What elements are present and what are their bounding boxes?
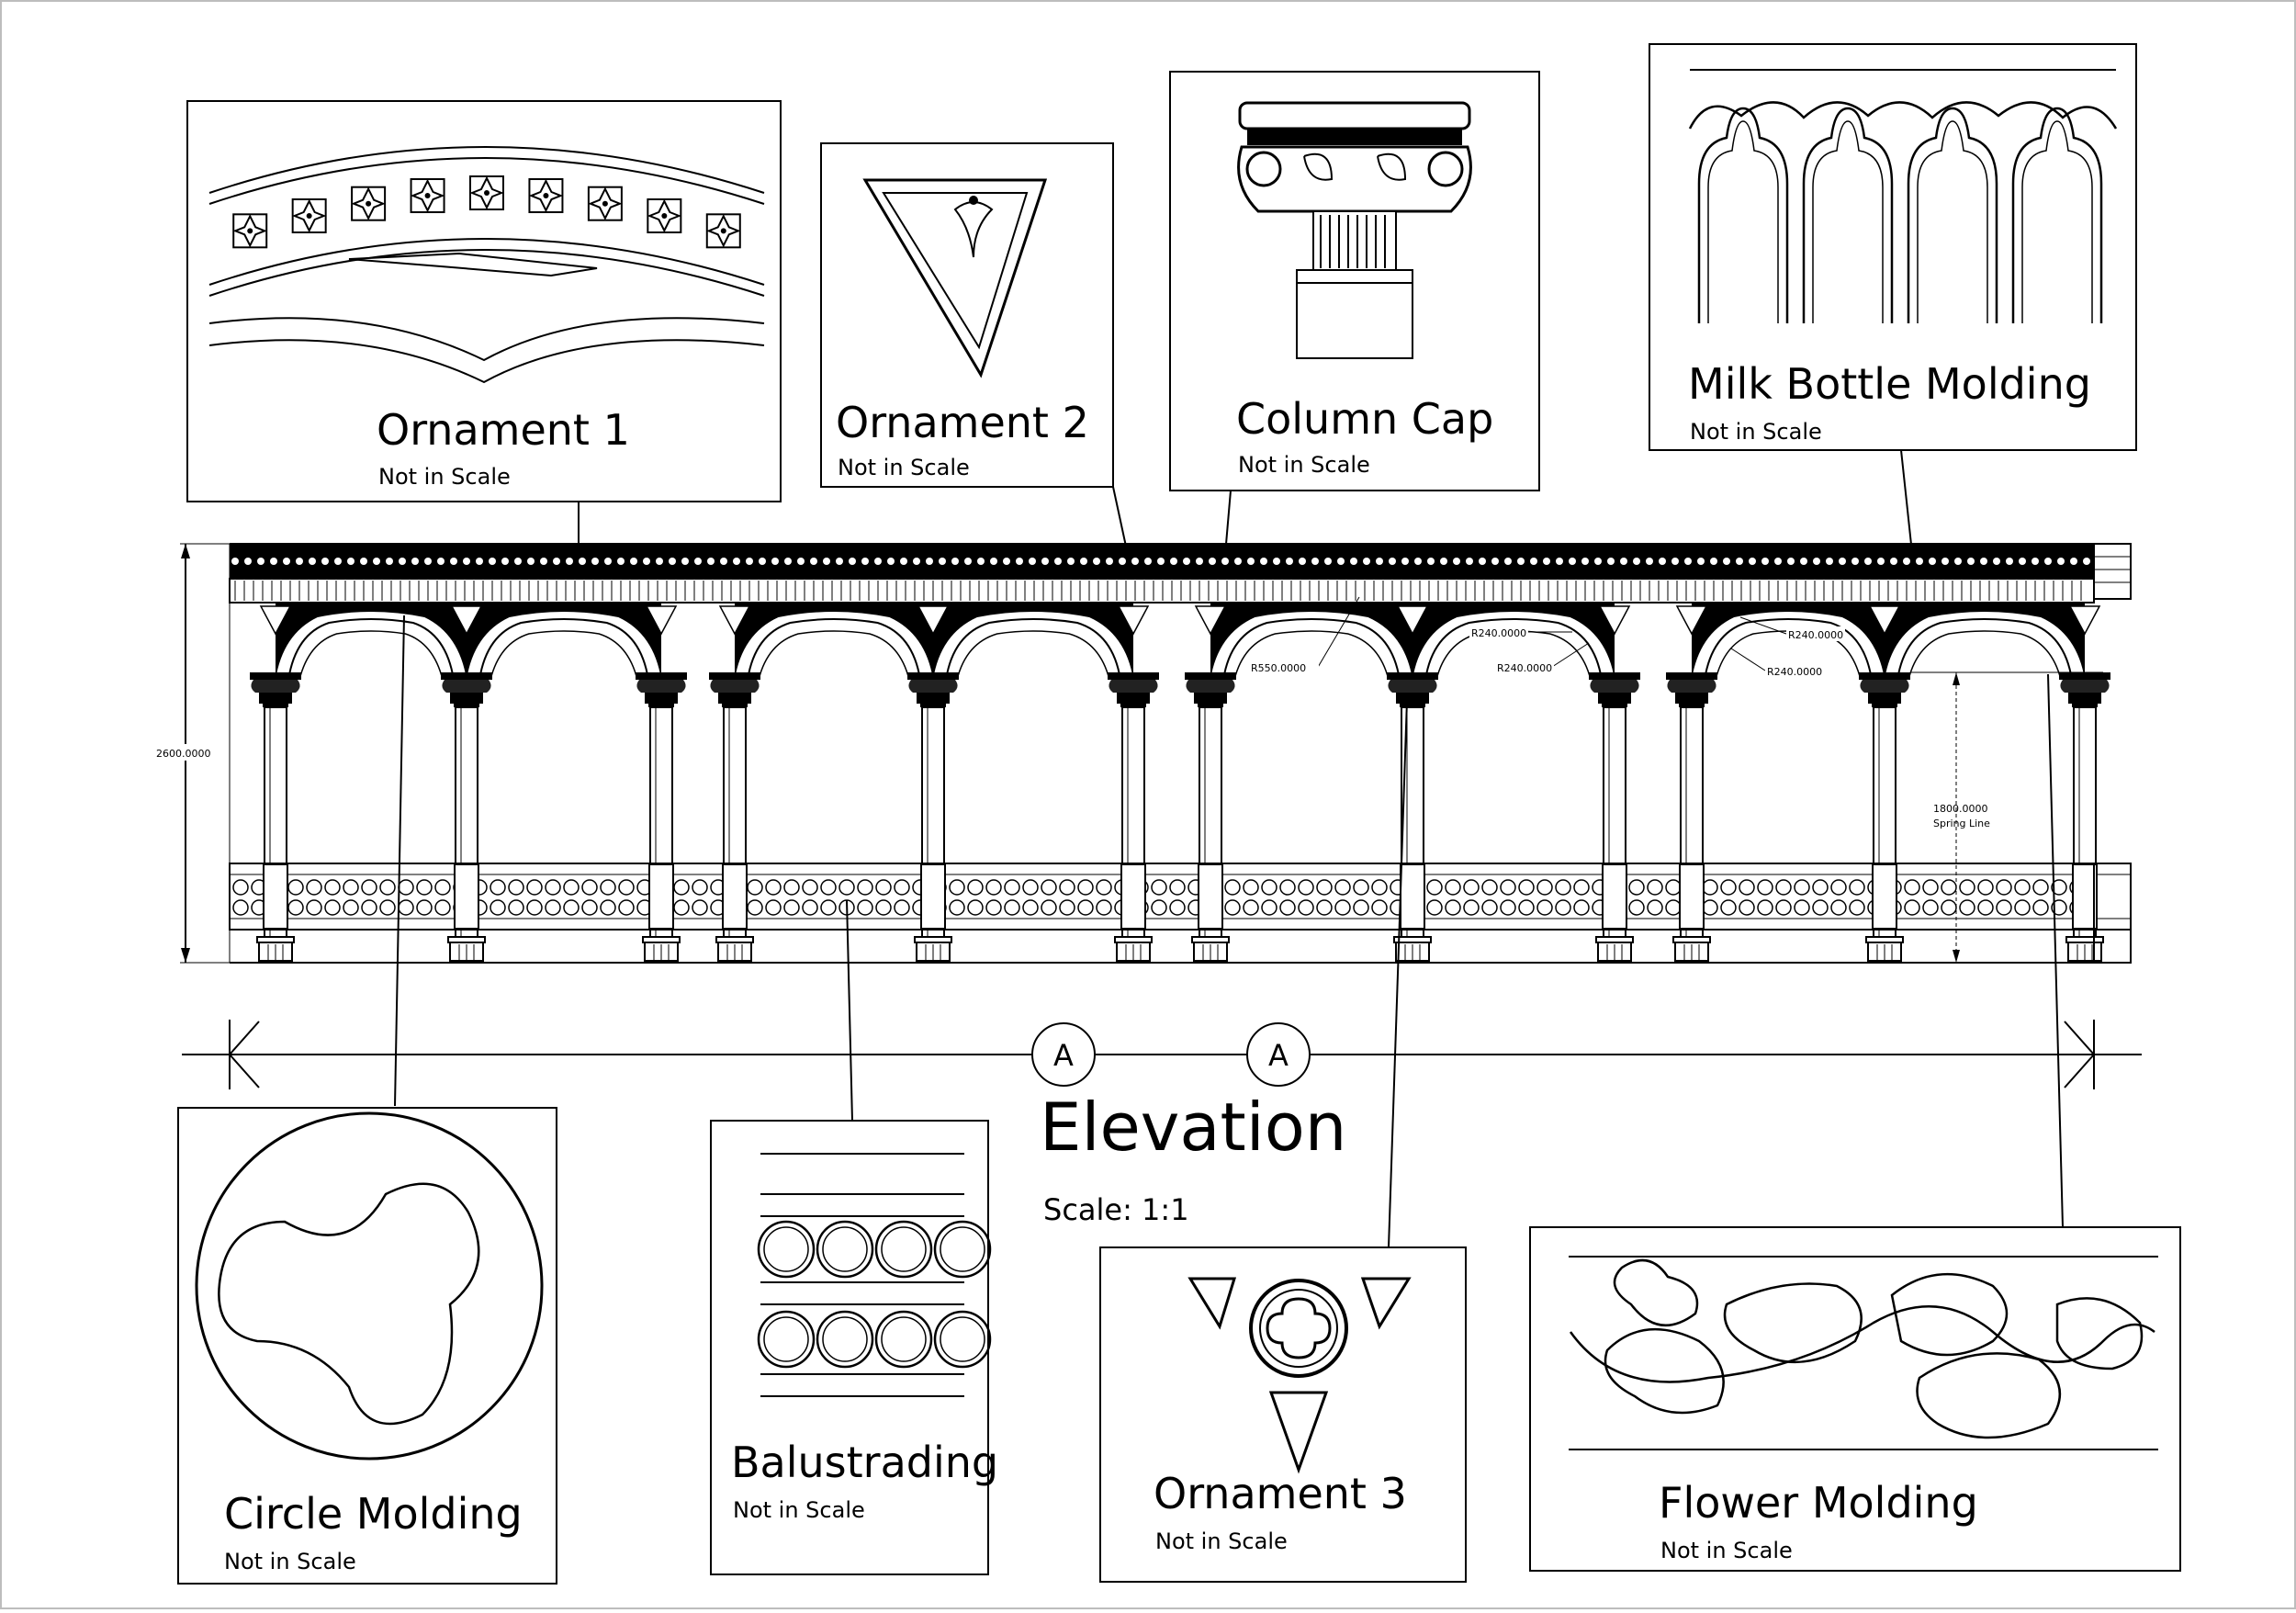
radius-a-label: R240.0000 [1471,627,1526,639]
flower-molding-label: Flower Molding [1659,1478,1978,1528]
balustrade-rings [232,863,2098,930]
drawing-scale: Scale: 1:1 [1043,1192,1189,1227]
detail-ornament-3[interactable]: Ornament 3 Not in Scale [1099,1246,1467,1583]
spring-line-label: Spring Line [1933,818,1990,829]
section-marker-left[interactable] [1031,1022,1096,1087]
detail-milk-bottle-molding[interactable]: Milk Bottle Molding Not in Scale [1649,43,2137,451]
arch-4 [735,603,933,681]
ornament-3-label: Ornament 3 [1154,1469,1407,1518]
milk-bottle-label: Milk Bottle Molding [1688,359,2091,409]
column-cap-label: Column Cap [1236,394,1493,444]
radius-main-label: R550.0000 [1251,662,1306,674]
detail-leaders [394,449,2064,1248]
radius-c-label: R240.0000 [1788,629,1843,641]
height-dimension: 2600.0000 [154,543,230,964]
circle-molding-note: Not in Scale [224,1549,356,1574]
cornice-dentils [231,558,2090,565]
detail-balustrading[interactable]: Balustrading Not in Scale [710,1120,998,1575]
circle-molding-label: Circle Molding [224,1489,523,1539]
ornament-3-note: Not in Scale [1155,1528,1288,1554]
milk-bottle-note: Not in Scale [1690,419,1822,445]
balustrading-label: Balustrading [731,1438,998,1487]
detail-ornament-1[interactable]: Ornament 1 Not in Scale [186,100,782,502]
arch-5 [933,603,1133,681]
arch-11 [1885,603,2085,681]
flower-molding-note: Not in Scale [1660,1538,1793,1563]
section-marker-right[interactable] [1246,1022,1311,1087]
radius-callouts: R550.0000 R240.0000 R240.0000 R240.0000 … [1247,596,1845,678]
ornament-1-note: Not in Scale [378,464,511,490]
detail-flower-molding[interactable]: Flower Molding Not in Scale [1529,1226,2181,1572]
column-cap-note: Not in Scale [1238,452,1370,478]
height-dimension-text: 2600.0000 [156,748,211,760]
ornament-2-note: Not in Scale [838,455,970,480]
spring-line-dimension: 1800.0000 Spring Line [1910,671,2103,963]
detail-column-cap[interactable]: Column Cap Not in Scale [1169,71,1540,491]
section-marker-left-label: A [1053,1038,1074,1073]
detail-circle-molding[interactable]: Circle Molding Not in Scale [177,1107,557,1585]
arch-1 [276,603,467,681]
horizontal-dimension: A A [182,1020,2142,1089]
radius-d-label: R240.0000 [1767,666,1822,678]
ornament-2-label: Ornament 2 [836,398,1089,447]
detail-ornament-2[interactable]: Ornament 2 Not in Scale [820,142,1114,488]
spring-line-value: 1800.0000 [1933,803,1988,815]
section-marker-right-label: A [1268,1038,1289,1073]
arch-2 [467,603,661,681]
frieze-pattern [234,581,2082,601]
radius-b-label: R240.0000 [1497,662,1552,674]
balustrading-note: Not in Scale [733,1497,865,1523]
drawing-title: Elevation [1040,1088,1346,1166]
ornament-1-label: Ornament 1 [377,405,630,455]
